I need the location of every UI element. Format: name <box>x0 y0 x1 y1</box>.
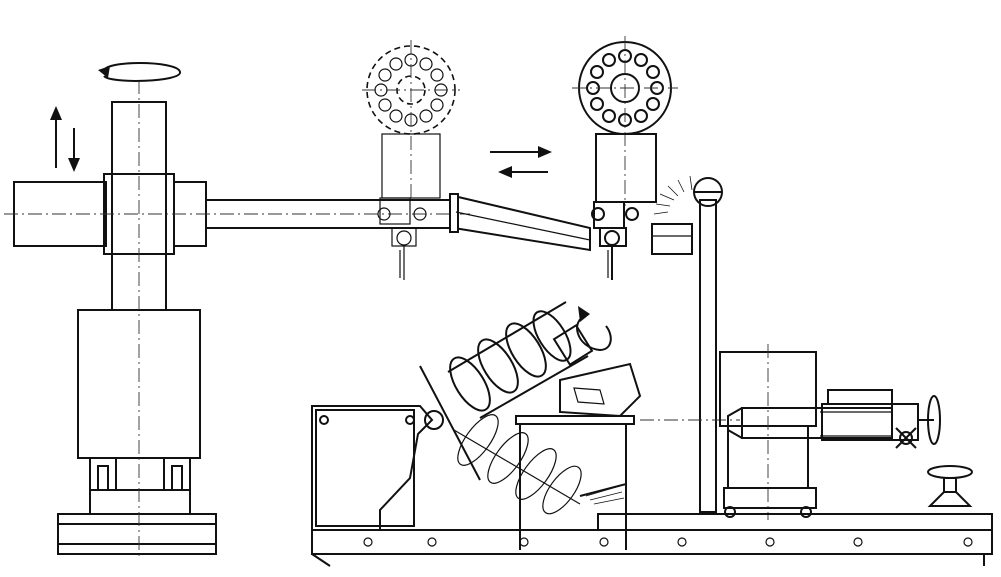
column-boom-manipulator <box>4 62 470 560</box>
workpiece-spiral <box>447 301 594 419</box>
workpiece-tilted <box>453 414 582 515</box>
flux-hose-support <box>651 173 723 513</box>
tailstock-unit <box>719 344 973 520</box>
rotation-arrow-icon <box>576 306 612 352</box>
welding-head <box>572 36 678 280</box>
handwheel <box>895 427 917 449</box>
base-track <box>311 513 993 567</box>
welding-positioner <box>311 301 740 554</box>
base-plate <box>57 513 217 555</box>
column-base-block <box>89 489 191 515</box>
vertical-travel-arrow-icon <box>50 106 80 172</box>
boom-extension <box>449 193 591 252</box>
horizontal-travel-arrow-icon <box>490 146 552 178</box>
rotation-arrow-icon <box>98 62 182 82</box>
welding-head-alternate-position <box>362 40 460 280</box>
